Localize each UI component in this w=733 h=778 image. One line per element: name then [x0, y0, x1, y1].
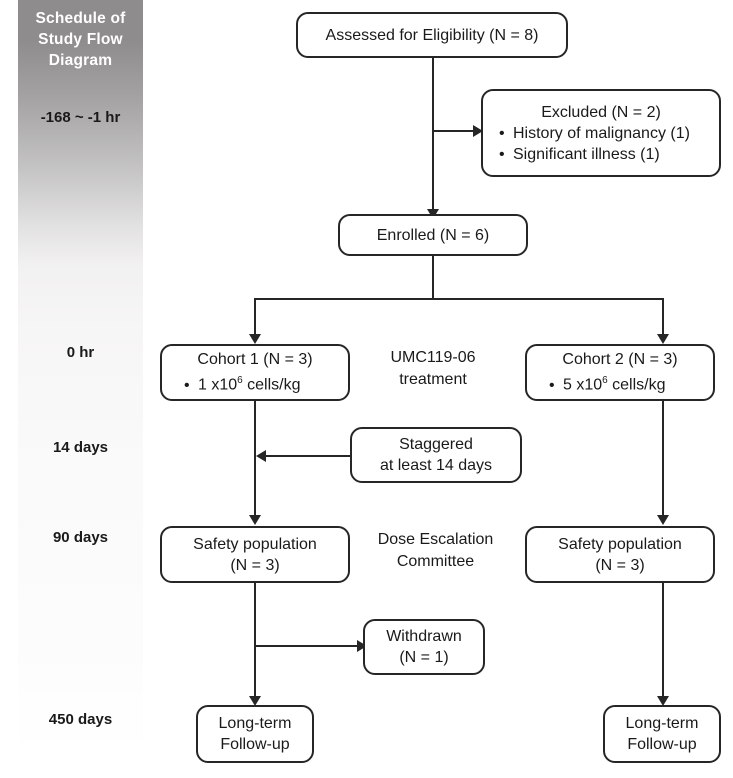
superscript-exponent: 6 [602, 375, 608, 387]
node-safety-population-2[interactable]: Safety population (N = 3) [525, 526, 715, 583]
node-enrolled-text: Enrolled (N = 6) [376, 226, 490, 244]
arrowhead-cohort1 [249, 334, 261, 344]
connector-safety1-to-followup1 [254, 583, 257, 701]
arrowhead-followup1 [249, 696, 261, 706]
connector-to-excluded [432, 130, 479, 133]
node-cohort-1[interactable]: Cohort 1 (N = 3) •1 x106 cells/kg [160, 344, 350, 401]
node-cohort1-title: Cohort 1 (N = 3) [197, 351, 313, 369]
timeline-header-line-1: Schedule of [35, 10, 126, 27]
node-long-term-followup-1[interactable]: Long-term Follow-up [196, 705, 314, 763]
node-withdrawn-line-1: Withdrawn [386, 628, 462, 645]
node-excluded[interactable]: Excluded (N = 2) •History of malignancy … [481, 89, 721, 177]
node-safety2-line-2: (N = 3) [595, 556, 645, 574]
connector-safety2-to-followup2 [662, 583, 665, 701]
node-assessed-text: Assessed for Eligibility (N = 8) [325, 26, 539, 44]
arrowhead-followup2 [657, 696, 669, 706]
node-safety-population-1[interactable]: Safety population (N = 3) [160, 526, 350, 583]
timeline-label-14days: 14 days [52, 439, 109, 456]
label-dec-line-1: Dose Escalation [377, 531, 494, 548]
connector-cohort1-to-safety1 [254, 400, 257, 520]
label-dec-line-2: Committee [396, 553, 475, 570]
timeline-label-450days: 450 days [48, 711, 113, 728]
superscript-exponent: 6 [237, 375, 243, 387]
timeline-label-screening: -168 ~ -1 hr [40, 109, 121, 126]
node-excluded-item-2: •Significant illness (1) [499, 145, 660, 163]
node-withdrawn[interactable]: Withdrawn (N = 1) [363, 619, 485, 675]
timeline-label-0hr: 0 hr [66, 344, 95, 361]
node-excluded-title: Excluded (N = 2) [541, 103, 661, 121]
arrowhead-safety2 [657, 515, 669, 525]
arrowhead-staggered [256, 450, 266, 462]
bullet-icon: • [184, 376, 190, 394]
node-cohort-2[interactable]: Cohort 2 (N = 3) •5 x106 cells/kg [525, 344, 715, 401]
arrowhead-withdrawn [357, 640, 367, 652]
connector-cohort2-to-safety2 [662, 400, 665, 520]
node-cohort2-title: Cohort 2 (N = 3) [562, 351, 678, 369]
connector-split-right [662, 298, 665, 338]
arrowhead-cohort2 [657, 334, 669, 344]
connector-assessed-to-enrolled [432, 58, 435, 214]
node-followup2-line-1: Long-term [625, 715, 699, 732]
node-followup1-line-2: Follow-up [220, 736, 290, 753]
node-followup1-line-1: Long-term [218, 715, 292, 732]
bullet-icon: • [499, 124, 505, 142]
timeline-sidebar: Schedule of Study Flow Diagram -168 ~ -1… [18, 0, 143, 757]
node-staggered-line-1: Staggered [399, 436, 473, 453]
timeline-header-line-2: Study Flow [38, 31, 123, 48]
connector-to-withdrawn [254, 645, 364, 648]
node-assessed-for-eligibility[interactable]: Assessed for Eligibility (N = 8) [296, 12, 568, 58]
arrowhead-safety1 [249, 515, 261, 525]
arrowhead-excluded [473, 125, 483, 137]
node-safety1-line-1: Safety population [193, 535, 317, 553]
connector-enrolled-down [432, 255, 435, 300]
node-enrolled[interactable]: Enrolled (N = 6) [338, 214, 528, 256]
label-treatment: UMC119-06 treatment [358, 347, 508, 391]
node-safety1-line-2: (N = 3) [230, 556, 280, 574]
node-long-term-followup-2[interactable]: Long-term Follow-up [603, 705, 721, 763]
node-cohort2-dose: •5 x106 cells/kg [549, 375, 666, 394]
node-followup2-line-2: Follow-up [627, 736, 697, 753]
node-excluded-item-1: •History of malignancy (1) [499, 124, 690, 142]
node-cohort1-dose: •1 x106 cells/kg [184, 375, 301, 394]
connector-staggered-to-cohort1 [265, 455, 351, 458]
bullet-icon: • [549, 376, 555, 394]
node-staggered[interactable]: Staggered at least 14 days [350, 427, 522, 483]
node-safety2-line-1: Safety population [558, 535, 682, 553]
connector-split-left [254, 298, 257, 338]
node-withdrawn-line-2: (N = 1) [399, 649, 449, 666]
label-treatment-line-1: UMC119-06 [390, 349, 476, 366]
node-staggered-line-2: at least 14 days [379, 457, 493, 474]
label-dose-escalation-committee: Dose Escalation Committee [363, 529, 508, 573]
label-treatment-line-2: treatment [399, 371, 467, 388]
timeline-label-90days: 90 days [52, 529, 109, 546]
timeline-header-line-3: Diagram [48, 52, 113, 69]
bullet-icon: • [499, 145, 505, 163]
connector-split-horizontal [254, 298, 664, 301]
